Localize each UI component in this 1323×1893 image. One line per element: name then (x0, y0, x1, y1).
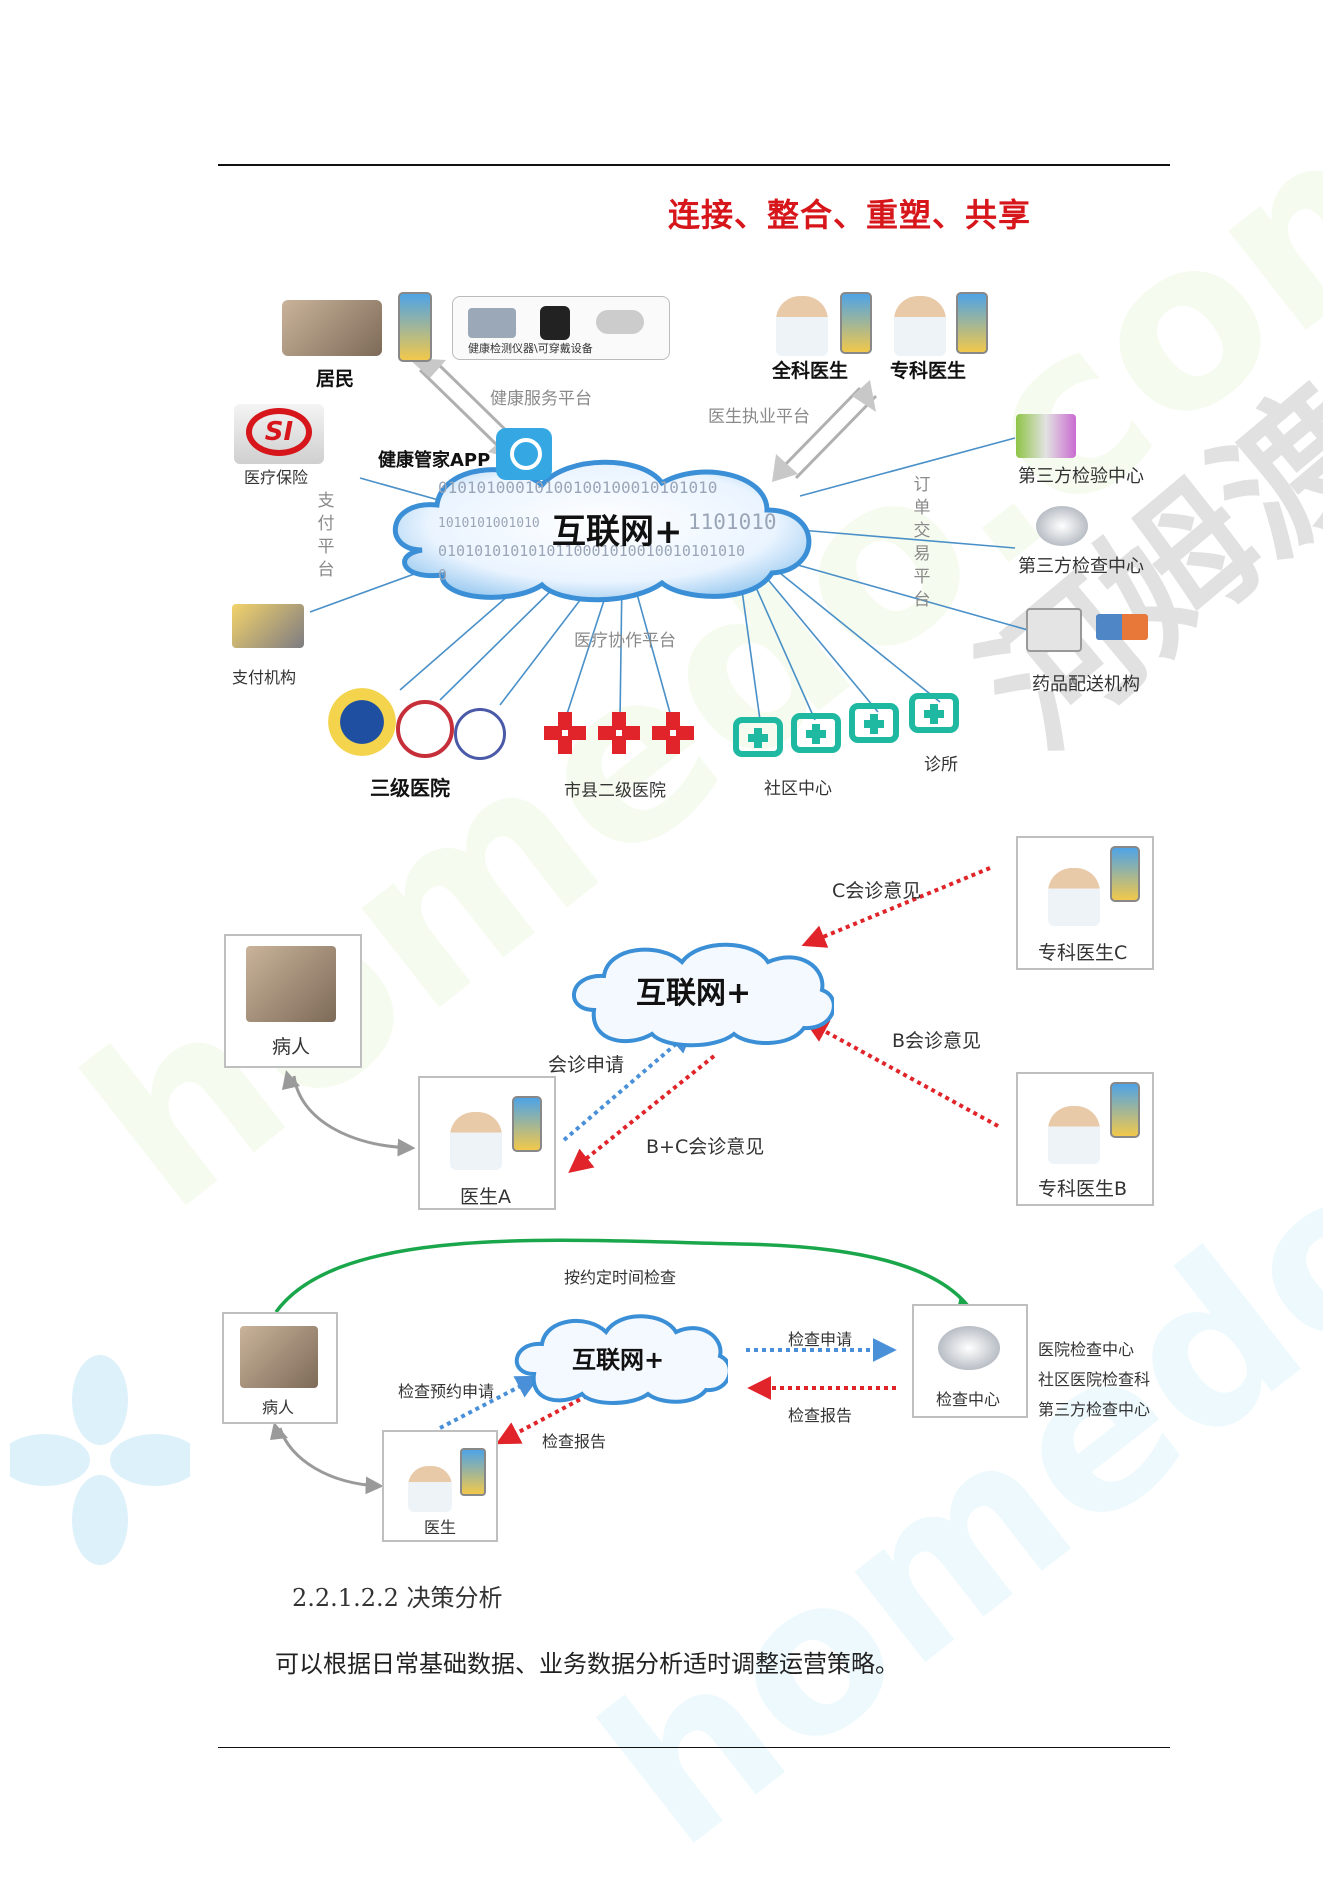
center-hospital-label: 医院检查中心 (1038, 1340, 1135, 1359)
community-label: 社区中心 (764, 779, 832, 799)
specialist-doctor-label: 专科医生 (890, 360, 967, 382)
cloud-bits-5: 0 (438, 566, 448, 584)
cloud-bits-2: 1010101001010 (438, 516, 540, 531)
specialist-doctor-icon (894, 296, 946, 356)
doctor-a-box: 医生A (418, 1076, 556, 1210)
exam-report-right-label: 检查报告 (788, 1406, 853, 1425)
doctor-b-phone-icon (1110, 1082, 1140, 1138)
exam-report-left-label: 检查报告 (542, 1432, 607, 1451)
center-third-label: 第三方检查中心 (1038, 1400, 1151, 1419)
doctor-platform-label: 医生执业平台 (708, 407, 810, 427)
figure3-doctor-phone-icon (460, 1448, 486, 1496)
drug-delivery-label: 药品配送机构 (1032, 674, 1140, 695)
order-platform-label: 订单交易平台 (913, 475, 931, 610)
header-rule (218, 164, 1170, 166)
figure2-patient-label: 病人 (272, 1036, 311, 1058)
third-lab-label: 第三方检验中心 (1018, 466, 1144, 487)
bc-opinion-label: B+C会诊意见 (646, 1136, 765, 1158)
figure2-patient-photo (246, 946, 336, 1022)
computer-icon (1026, 608, 1082, 652)
section-body: 可以根据日常基础数据、业务数据分析适时调整运营策略。 (275, 1650, 899, 1678)
device-icon (468, 308, 516, 338)
cloud-bits-4: 0101010101010110001010010010101010 (438, 542, 746, 560)
booking-request-label: 检查预约申请 (398, 1382, 495, 1401)
tertiary-logo-3 (454, 708, 506, 760)
resident-label: 居民 (316, 368, 355, 390)
payment-org-label: 支付机构 (232, 668, 297, 687)
internet-cloud-icon (392, 459, 812, 603)
payment-icon (232, 604, 304, 648)
cloud-label-main: 互联网+ (552, 512, 683, 552)
doctor-c-phone-icon (1110, 846, 1140, 902)
watch-icon (540, 306, 570, 340)
tertiary-logo-1 (328, 688, 396, 756)
doctor-a-phone-icon (512, 1096, 542, 1152)
figure3-patient-photo (240, 1326, 318, 1388)
b-opinion-label: B会诊意见 (892, 1030, 982, 1052)
insurance-logo-text: SI (264, 417, 294, 447)
device-caption: 健康检测仪器\可穿戴设备 (468, 342, 593, 355)
exam-center-icon (938, 1326, 1000, 1370)
exam-center-label: 检查中心 (936, 1390, 1001, 1409)
doctor-c-box: 专科医生C (1016, 836, 1154, 970)
county-hospital-icons (544, 712, 694, 754)
tertiary-label: 三级医院 (370, 776, 450, 800)
tertiary-logo-2 (396, 700, 454, 758)
exam-request-label: 检查申请 (788, 1330, 853, 1349)
doctor-a-icon (450, 1112, 502, 1170)
figure2-arrows (282, 866, 999, 1174)
band-icon (596, 310, 644, 334)
figure3-cloud-icon (514, 1314, 728, 1405)
county-label: 市县二级医院 (564, 781, 666, 801)
exam-machine-icon (1036, 506, 1088, 546)
figure3-patient-box: 病人 (222, 1312, 338, 1424)
cloud-bits-3: 1101010 (688, 510, 777, 534)
figure3-doctor-box: 医生 (382, 1430, 498, 1542)
health-platform-label: 健康服务平台 (490, 389, 592, 409)
payment-platform-label: 支付平台 (317, 491, 335, 580)
app-search-icon (510, 438, 542, 470)
doctor-b-label: 专科医生B (1038, 1178, 1128, 1200)
headline: 连接、整合、重塑、共享 (668, 196, 1032, 234)
general-doctor-label: 全科医生 (772, 360, 849, 382)
figure3-patient-label: 病人 (262, 1398, 295, 1417)
insurance-logo: SI (246, 408, 312, 456)
resident-photo (282, 300, 382, 356)
center-community-label: 社区医院检查科 (1038, 1370, 1151, 1389)
coop-platform-label: 医疗协作平台 (574, 631, 676, 651)
figure3-cloud-label: 互联网+ (572, 1346, 665, 1374)
figure2-cloud-icon (571, 942, 834, 1048)
figure3-doctor-label: 医生 (424, 1518, 457, 1537)
app-label: 健康管家APP (378, 450, 491, 471)
doctor-a-label: 医生A (460, 1186, 511, 1208)
scheduled-label: 按约定时间检查 (564, 1268, 677, 1287)
figure2-cloud-label: 互联网+ (636, 976, 752, 1011)
consult-request-label: 会诊申请 (548, 1054, 625, 1076)
resident-phone-icon (398, 292, 432, 362)
section-heading: 2.2.1.2.2 决策分析 (292, 1584, 503, 1612)
general-doctor-icon (776, 296, 828, 356)
general-doctor-phone-icon (840, 292, 872, 354)
doctor-c-icon (1048, 868, 1100, 926)
community-center-icons (733, 693, 959, 757)
lab-icon (1016, 414, 1076, 458)
app-icon (496, 428, 552, 480)
delivery-icon (1096, 614, 1148, 640)
doctor-b-box: 专科医生B (1016, 1072, 1154, 1206)
figure3-doctor-icon (408, 1466, 452, 1512)
third-exam-label: 第三方检查中心 (1018, 556, 1144, 577)
clinic-label: 诊所 (924, 755, 958, 775)
doctor-b-icon (1048, 1106, 1100, 1164)
insurance-label: 医疗保险 (244, 468, 309, 487)
c-opinion-label: C会诊意见 (832, 880, 922, 902)
watermark-flower-icon (10, 1355, 190, 1565)
footer-rule (218, 1747, 1170, 1748)
cloud-bits-1: 01010100010100100100010101010 (438, 478, 718, 497)
exam-center-box: 检查中心 (912, 1304, 1028, 1418)
figure2-patient-box: 病人 (224, 934, 362, 1068)
doctor-c-label: 专科医生C (1038, 942, 1128, 964)
specialist-doctor-phone-icon (956, 292, 988, 354)
